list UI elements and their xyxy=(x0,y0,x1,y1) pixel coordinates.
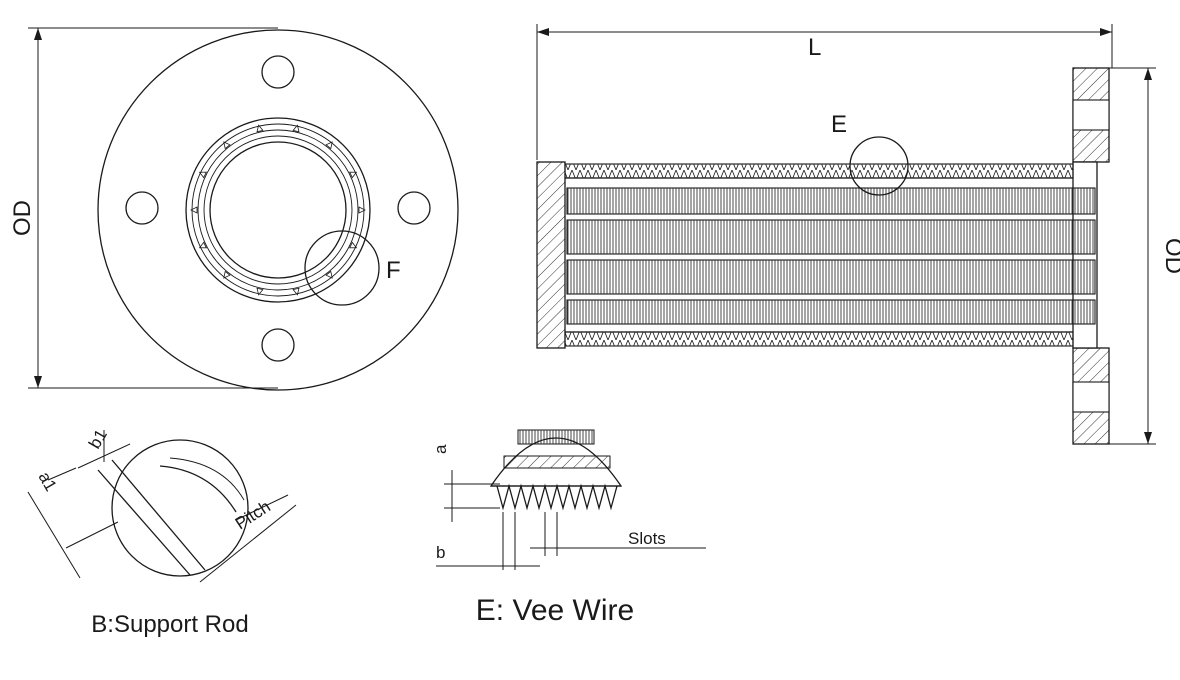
ring-triangle-mark xyxy=(256,287,264,296)
rod-band-2 xyxy=(566,219,1096,255)
bolt-hole-left xyxy=(125,191,159,225)
screen-outer-ring xyxy=(185,117,371,303)
slots-label: Slots xyxy=(628,529,666,548)
ring-triangle-mark xyxy=(349,241,358,249)
support-rod-detail-circle xyxy=(111,439,249,577)
ring-triangle-mark xyxy=(223,141,231,150)
bolt-hole-top xyxy=(261,55,295,89)
ring-triangle-mark xyxy=(198,171,207,179)
screen-side-view xyxy=(536,24,1156,445)
ring-triangle-mark xyxy=(292,124,300,133)
bolt-hole-right xyxy=(397,191,431,225)
rod-band-4 xyxy=(566,299,1096,325)
screen-ring-3 xyxy=(197,129,359,291)
rod-band-3 xyxy=(566,259,1096,295)
rod-arc-outer xyxy=(159,465,237,513)
support-rod-caption: B:Support Rod xyxy=(91,611,248,638)
flange-bolt-hole-top xyxy=(1072,99,1110,131)
screen-ring-2 xyxy=(191,123,365,297)
vee-wire-profiles xyxy=(496,483,618,511)
detail-e-circle xyxy=(849,136,909,196)
ring-triangle-mark xyxy=(256,124,264,133)
ring-triangle-mark xyxy=(349,171,358,179)
od-label-left: OD xyxy=(9,200,36,236)
vee-wire-bottom-row xyxy=(564,331,1074,347)
detail-support-rod xyxy=(27,430,297,583)
vee-wire-band xyxy=(503,455,611,469)
detail-e-label: E xyxy=(831,111,847,138)
ring-triangle-mark xyxy=(358,206,366,214)
od-label-right: OD xyxy=(1160,238,1180,274)
ring-triangle-mark xyxy=(325,141,333,150)
b1-label: b1 xyxy=(85,426,111,452)
detail-f-circle xyxy=(304,230,380,306)
flange-outer-circle xyxy=(97,29,459,391)
end-cap xyxy=(536,161,566,349)
a1-label: a1 xyxy=(35,469,61,495)
ring-triangle-mark xyxy=(325,270,333,279)
rod-band-1 xyxy=(566,187,1096,215)
ring-triangle-mark xyxy=(223,270,231,279)
ring-triangle-mark xyxy=(190,206,198,214)
b-label: b xyxy=(436,543,445,562)
a-label: a xyxy=(431,444,450,454)
bolt-hole-bottom xyxy=(261,328,295,362)
ring-triangle-mark xyxy=(292,287,300,296)
screen-inner-ring xyxy=(209,141,347,279)
ring-triangle-mark xyxy=(198,241,207,249)
flange-bolt-hole-bottom xyxy=(1072,381,1110,413)
detail-f-label: F xyxy=(386,257,401,284)
vee-wire-caption: E: Vee Wire xyxy=(476,594,634,627)
length-label: L xyxy=(808,34,821,61)
detail-vee-wire xyxy=(436,429,706,570)
vee-wire-top-row xyxy=(564,163,1074,179)
screen-ring-4 xyxy=(203,135,353,285)
rod-edge-1 xyxy=(97,469,191,576)
vee-wire-ring-marks xyxy=(190,124,366,296)
flange-front-view xyxy=(28,27,459,391)
